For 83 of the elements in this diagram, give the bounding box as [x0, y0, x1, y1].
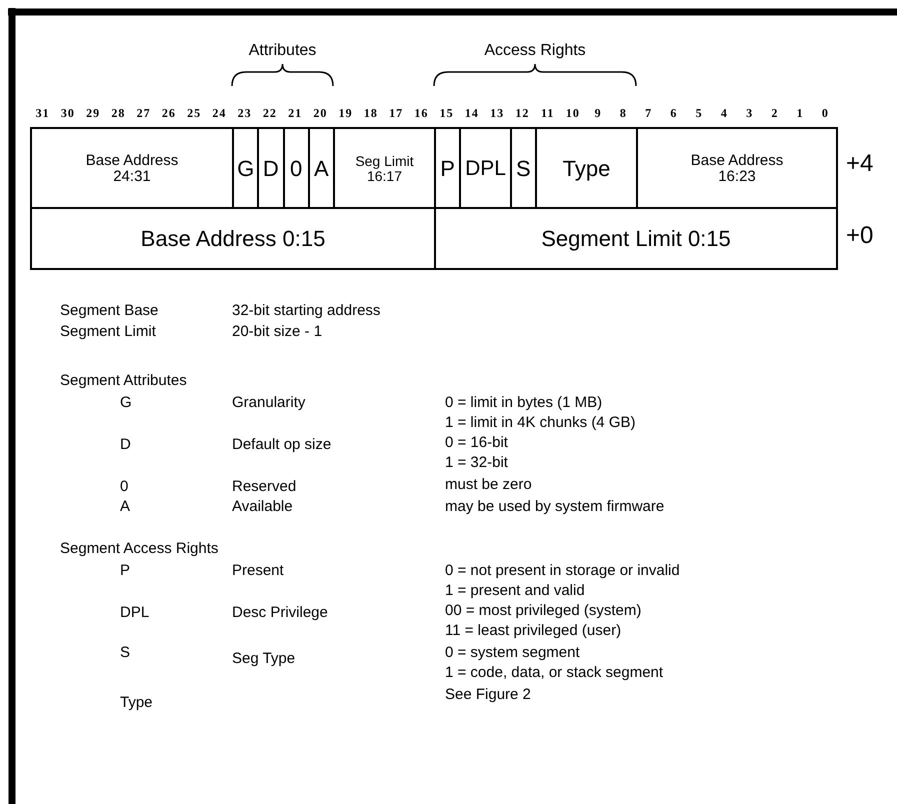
field-name: G [120, 394, 132, 411]
bit-number: 24 [211, 106, 228, 121]
bit-number: 14 [464, 106, 480, 121]
field-name: Type [120, 694, 153, 711]
field-name: Segment Limit [60, 323, 156, 340]
field-name: P [120, 562, 130, 579]
bit-number: 15 [438, 106, 455, 121]
bit-number: 8 [618, 106, 628, 121]
bit-number: 20 [312, 106, 328, 121]
bit-number: 7 [644, 106, 654, 121]
register-field: Segment Limit 0:15 [434, 209, 838, 269]
field-name: S [120, 644, 130, 661]
bit-number: 16 [413, 106, 430, 121]
description-text: 1 = 32-bit [445, 454, 508, 471]
offset-label: +4 [846, 150, 874, 178]
register-field: A [308, 129, 333, 209]
description-text: 0 = 16-bit [445, 434, 508, 451]
description-text: 0 = limit in bytes (1 MB) [445, 394, 602, 411]
register-field: P [434, 129, 460, 209]
bit-number: 11 [540, 106, 556, 121]
register-field: G [232, 129, 258, 209]
description-text: Desc Privilege [232, 604, 328, 621]
description-text: Present [232, 562, 284, 579]
register-field: Base Address 16:23 [636, 129, 838, 209]
offset-label: +0 [846, 222, 874, 250]
bit-number: 6 [669, 106, 678, 121]
description-text: Seg Type [232, 650, 296, 667]
bit-number: 27 [136, 106, 152, 121]
bit-number: 21 [287, 106, 304, 121]
bit-number: 17 [388, 106, 404, 121]
register-field: Base Address 24:31 [30, 129, 232, 209]
field-name: DPL [120, 604, 150, 621]
description-text: 20-bit size - 1 [232, 323, 322, 340]
bit-number: 5 [694, 106, 704, 121]
register-field: 0 [282, 129, 308, 209]
bit-number: 3 [745, 106, 754, 121]
register-field: Base Address 0:15 [30, 209, 434, 269]
description-text: 1 = code, data, or stack segment [445, 664, 664, 681]
bit-number: 1 [796, 106, 805, 121]
bit-number: 4 [720, 106, 729, 121]
register-field: D [257, 129, 282, 209]
bit-number: 10 [564, 106, 581, 121]
bit-number: 13 [489, 106, 506, 121]
description-text: may be used by system firmware [445, 498, 664, 515]
section-heading: Segment Attributes [60, 372, 187, 389]
register-field: S [510, 129, 535, 209]
field-name: A [120, 498, 130, 515]
description-text: 00 = most privileged (system) [445, 602, 642, 619]
section-heading: Segment Access Rights [60, 540, 218, 557]
bit-number: 2 [770, 106, 780, 121]
bit-number: 18 [362, 106, 379, 121]
description-text: Granularity [232, 394, 306, 411]
field-name: Segment Base [60, 302, 158, 319]
bit-number: 22 [262, 106, 278, 121]
description-text: Available [232, 498, 293, 515]
description-text: 1 = present and valid [445, 582, 585, 599]
bit-number: 30 [60, 106, 76, 121]
bit-number: 31 [34, 106, 51, 121]
description-text: See Figure 2 [445, 686, 531, 703]
bit-number: 25 [186, 106, 202, 121]
register-field: DPL [459, 129, 510, 209]
description-text: 32-bit starting address [232, 302, 380, 319]
bracket-label: Access Rights [484, 42, 586, 60]
bracket-label: Attributes [248, 42, 316, 60]
bit-number: 12 [514, 106, 530, 121]
description-text: Reserved [232, 478, 296, 495]
description-text: 11 = least privileged (user) [445, 622, 622, 639]
description-text: must be zero [445, 476, 532, 493]
bit-number: 28 [110, 106, 126, 121]
bit-number: 23 [236, 106, 253, 121]
bit-number: 19 [338, 106, 354, 121]
description-text: 0 = system segment [445, 644, 580, 661]
register-field: Seg Limit 16:17 [333, 129, 434, 209]
description-text: Default op size [232, 436, 332, 453]
description-text: 0 = not present in storage or invalid [445, 562, 680, 579]
register-field: Type [535, 129, 636, 209]
bit-number: 9 [594, 106, 603, 121]
bit-number: 29 [85, 106, 102, 121]
field-name: D [120, 436, 131, 453]
description-text: 1 = limit in 4K chunks (4 GB) [445, 414, 636, 431]
bit-number: 0 [820, 106, 830, 121]
bit-number: 26 [160, 106, 177, 121]
field-name: 0 [120, 478, 128, 495]
